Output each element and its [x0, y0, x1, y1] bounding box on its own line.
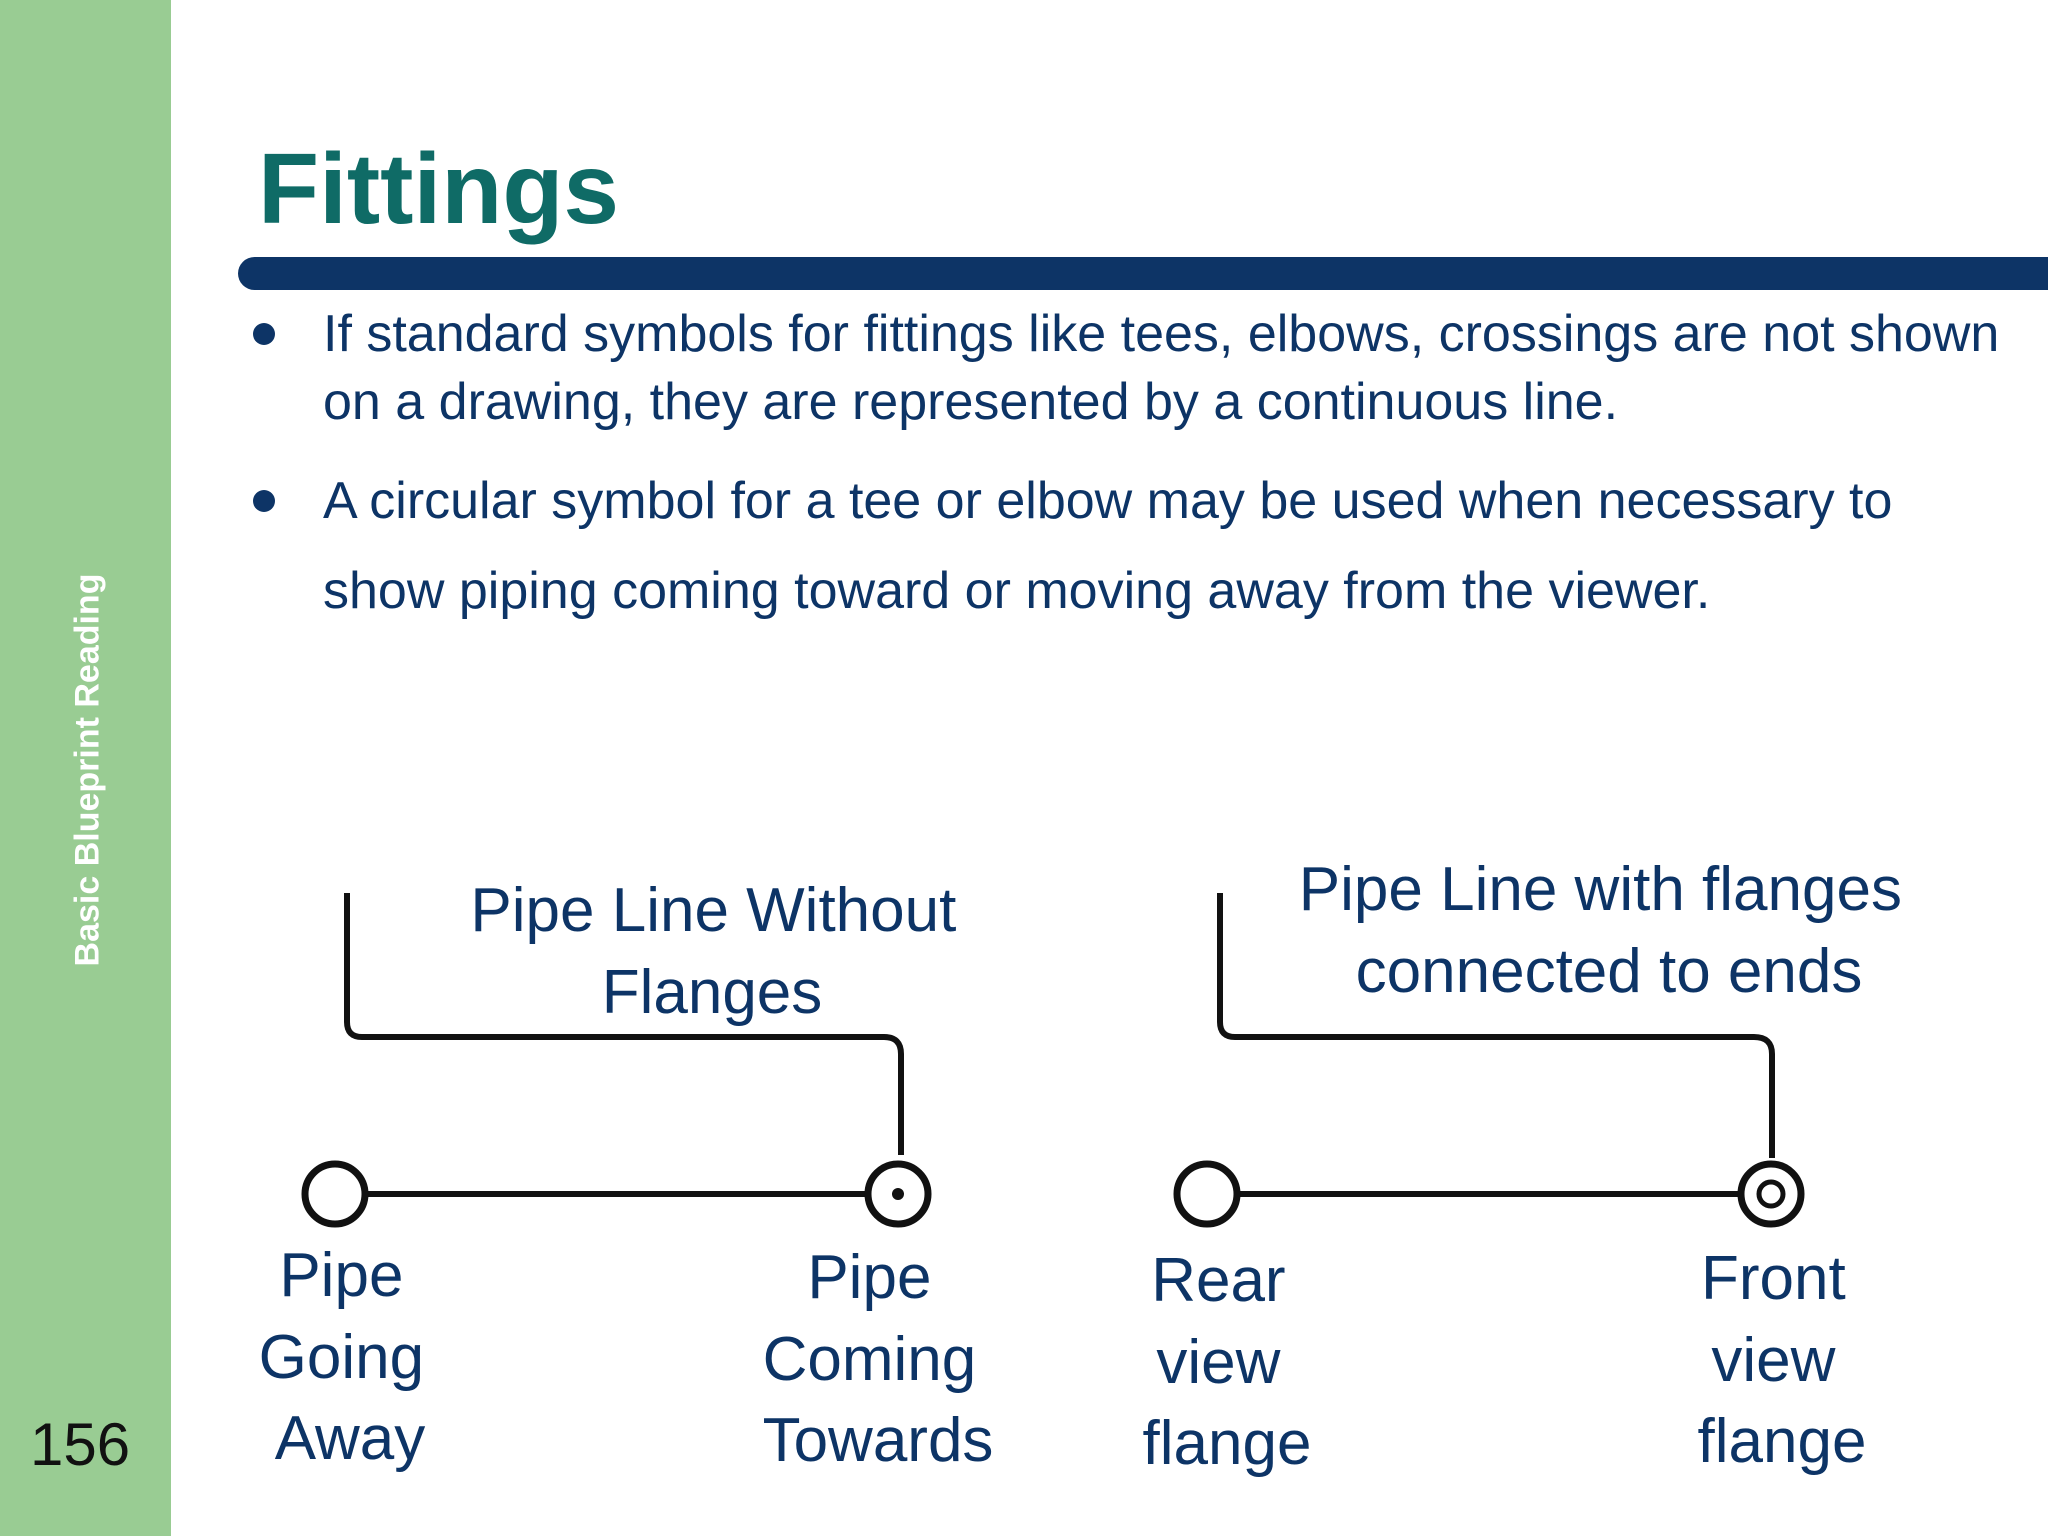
rear-view-flange-symbol	[1173, 1160, 1241, 1228]
right-caption: Pipe Line with flanges connected to ends	[1299, 855, 1919, 1006]
sidebar: Basic Blueprint Reading	[0, 0, 171, 1536]
pipe-line-with-flanges	[1173, 893, 1805, 1228]
left-caption-line: Flanges	[602, 958, 823, 1027]
pipe-going-away-symbol	[301, 1160, 369, 1228]
label-line: flange	[1698, 1407, 1867, 1476]
label-line: Towards	[763, 1406, 994, 1475]
label-line: Front	[1701, 1244, 1846, 1313]
pipe-coming-towards-dot	[892, 1188, 904, 1200]
label-line: Pipe	[279, 1241, 403, 1310]
bullet-list: If standard symbols for fittings like te…	[243, 300, 2003, 636]
bullet-text: A circular symbol for a tee or elbow may…	[323, 472, 1893, 620]
label-line: Going	[259, 1323, 424, 1392]
left-caption: Pipe Line Without Flanges	[470, 876, 973, 1027]
bullet-text: If standard symbols for fittings like te…	[323, 305, 2000, 431]
front-view-flange-label: Front view flange	[1698, 1244, 1867, 1476]
left-caption-line: Pipe Line Without	[470, 876, 956, 945]
bullet-dot-icon	[253, 323, 275, 345]
label-line: Away	[275, 1404, 426, 1473]
front-view-flange-inner-ring	[1756, 1179, 1786, 1209]
right-caption-line: connected to ends	[1356, 937, 1863, 1006]
title-underline-bar	[238, 257, 2048, 290]
label-line: view	[1156, 1328, 1280, 1397]
flanged-pipe-route-line	[1217, 893, 1775, 1158]
right-caption-line: Pipe Line with flanges	[1299, 855, 1902, 924]
bullet-item: A circular symbol for a tee or elbow may…	[243, 456, 2003, 636]
rear-view-flange-label: Rear view flange	[1143, 1246, 1312, 1478]
pipe-line-without-flanges	[301, 893, 932, 1228]
label-line: Rear	[1151, 1246, 1285, 1315]
slide-title: Fittings	[258, 133, 620, 245]
pipe-coming-towards-label: Pipe Coming Towards	[763, 1243, 994, 1475]
label-line: flange	[1143, 1409, 1312, 1478]
label-line: Pipe	[807, 1243, 931, 1312]
bullet-dot-icon	[253, 490, 275, 512]
label-line: view	[1711, 1326, 1835, 1395]
label-line: Coming	[763, 1325, 977, 1394]
pipe-route-line	[344, 893, 904, 1155]
bullet-item: If standard symbols for fittings like te…	[243, 300, 2003, 436]
page-number: 156	[30, 1411, 131, 1478]
pipe-going-away-label: Pipe Going Away	[259, 1241, 442, 1473]
